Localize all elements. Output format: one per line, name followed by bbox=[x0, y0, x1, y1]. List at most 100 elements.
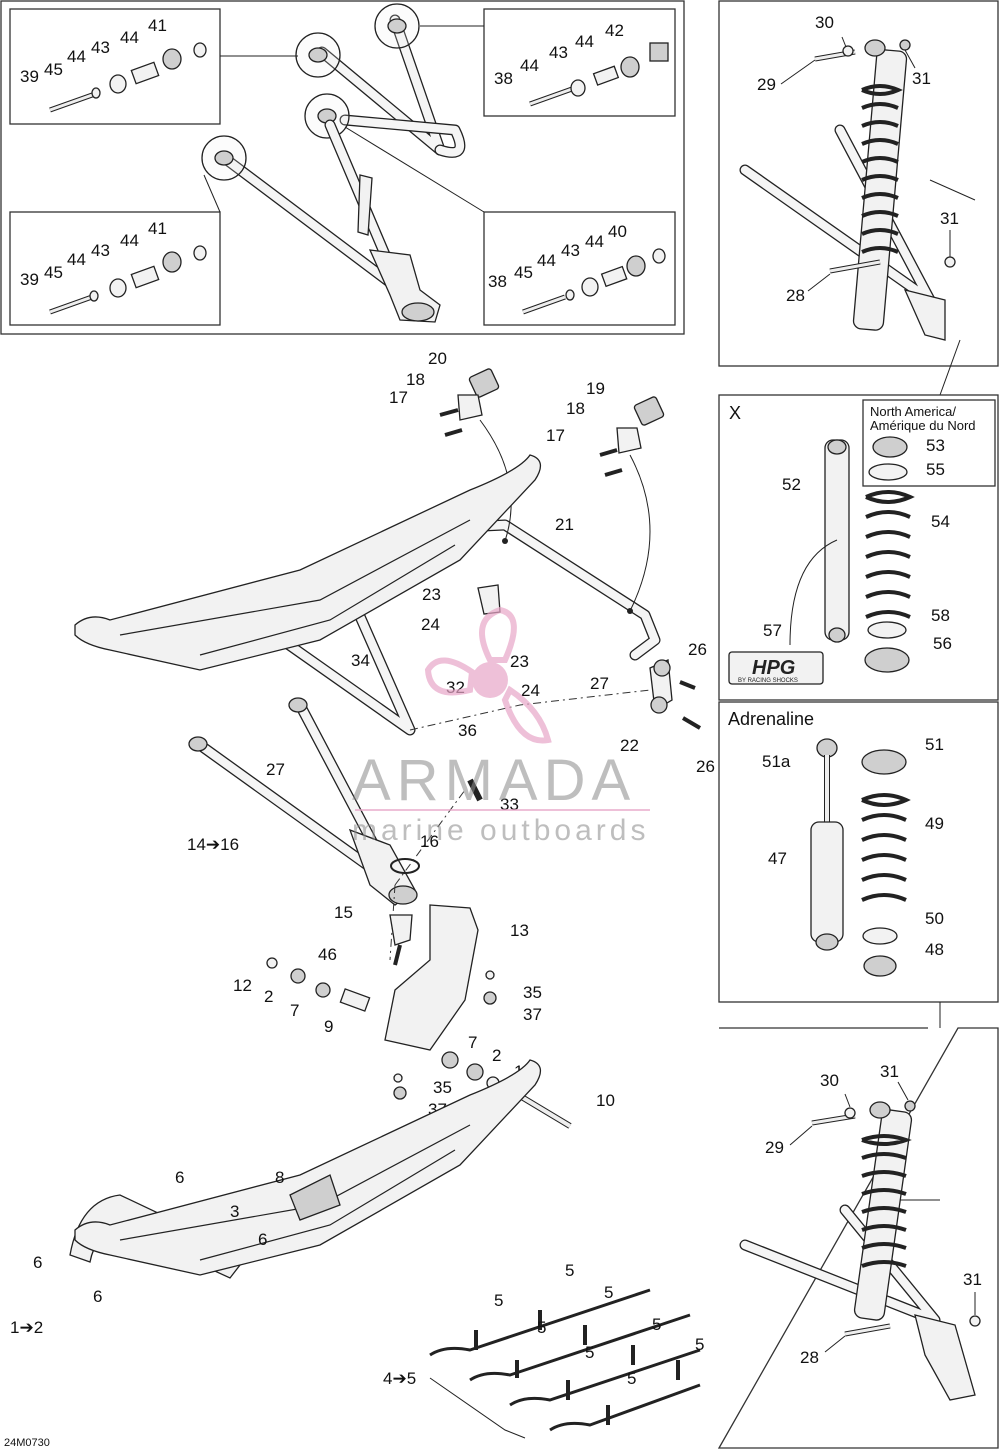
leader-line bbox=[939, 339, 961, 396]
watermark-tagline: marine outboards bbox=[352, 814, 649, 847]
callout-44: 44 bbox=[120, 231, 139, 250]
shock-bottom-drawing bbox=[739, 1100, 981, 1401]
callout-27: 27 bbox=[590, 674, 609, 693]
callout-31: 31 bbox=[880, 1062, 899, 1081]
callout-5: 5 bbox=[695, 1335, 704, 1354]
callout-48: 48 bbox=[925, 940, 944, 959]
callout-28: 28 bbox=[786, 286, 805, 305]
callout-43: 43 bbox=[561, 241, 580, 260]
lower-a-arm bbox=[201, 119, 441, 323]
callout-5: 5 bbox=[494, 1291, 503, 1310]
hardware-stack-top-right bbox=[529, 42, 669, 107]
hpg-logo-text: HPG bbox=[752, 657, 795, 679]
callout-4-5: 4➔5 bbox=[383, 1369, 416, 1388]
callout-12: 12 bbox=[233, 976, 252, 995]
callout-56: 56 bbox=[933, 634, 952, 653]
callout-6: 6 bbox=[33, 1253, 42, 1272]
callout-30: 30 bbox=[820, 1071, 839, 1090]
callout-31: 31 bbox=[912, 69, 931, 88]
callout-55: 55 bbox=[926, 460, 945, 479]
north-america-box bbox=[862, 399, 996, 487]
callout-15: 15 bbox=[334, 903, 353, 922]
region-note-line1: North America/ bbox=[870, 404, 956, 419]
callout-53: 53 bbox=[926, 436, 945, 455]
callout-6: 6 bbox=[175, 1168, 184, 1187]
hardware-box-top-right bbox=[483, 8, 676, 117]
callout-2: 2 bbox=[264, 987, 273, 1006]
callout-58: 58 bbox=[931, 606, 950, 625]
callout-20: 20 bbox=[428, 349, 447, 368]
hardware-stack-bottom-left bbox=[49, 245, 207, 315]
ski-runners bbox=[429, 1288, 701, 1439]
leader-line bbox=[824, 1335, 846, 1353]
adrenaline-parts bbox=[810, 738, 911, 977]
callout-5: 5 bbox=[627, 1369, 636, 1388]
callout-38: 38 bbox=[494, 69, 513, 88]
callout-43: 43 bbox=[549, 43, 568, 62]
callout-23: 23 bbox=[422, 585, 441, 604]
callout-26: 26 bbox=[688, 640, 707, 659]
callout-31: 31 bbox=[963, 1270, 982, 1289]
hpg-logo bbox=[728, 651, 824, 685]
region-note-line2: Amérique du Nord bbox=[870, 418, 976, 433]
callout-9: 9 bbox=[324, 1017, 333, 1036]
callout-34: 34 bbox=[351, 651, 370, 670]
callout-42: 42 bbox=[605, 21, 624, 40]
callout-30: 30 bbox=[815, 13, 834, 32]
a-arm-hardware-frame bbox=[0, 0, 685, 335]
hardware-box-bottom-right bbox=[483, 211, 676, 326]
callout-39: 39 bbox=[20, 67, 39, 86]
callout-51a: 51a bbox=[762, 752, 791, 771]
callout-17: 17 bbox=[389, 388, 408, 407]
hardware-stack-bottom-right bbox=[522, 248, 666, 315]
callout-13: 13 bbox=[510, 921, 529, 940]
callout-44: 44 bbox=[120, 28, 139, 47]
leader-line bbox=[897, 1081, 909, 1101]
upper-a-arm bbox=[295, 3, 466, 158]
callout-54: 54 bbox=[931, 512, 950, 531]
callout-21: 21 bbox=[555, 515, 574, 534]
callout-57: 57 bbox=[763, 621, 782, 640]
callout-44: 44 bbox=[67, 47, 86, 66]
callout-7: 7 bbox=[290, 1001, 299, 1020]
callout-31: 31 bbox=[940, 209, 959, 228]
adrenaline-panel-frame bbox=[718, 701, 999, 1003]
callout-24: 24 bbox=[521, 681, 540, 700]
callout-41: 41 bbox=[148, 16, 167, 35]
callout-16: 16 bbox=[420, 832, 439, 851]
callout-29: 29 bbox=[765, 1138, 784, 1157]
callout-8: 8 bbox=[275, 1168, 284, 1187]
callout-45: 45 bbox=[44, 263, 63, 282]
leader-line bbox=[807, 273, 831, 292]
callout-51: 51 bbox=[925, 735, 944, 754]
callout-29: 29 bbox=[757, 75, 776, 94]
x-panel-title: X bbox=[729, 403, 741, 423]
callout-52: 52 bbox=[782, 475, 801, 494]
callout-39: 39 bbox=[20, 270, 39, 289]
callout-49: 49 bbox=[925, 814, 944, 833]
callout-44: 44 bbox=[537, 251, 556, 270]
x-panel-parts bbox=[728, 436, 915, 685]
watermark-logo bbox=[355, 606, 650, 811]
callout-50: 50 bbox=[925, 909, 944, 928]
leader-line bbox=[344, 126, 485, 213]
leader-line bbox=[929, 179, 976, 201]
diagram-id: 24M0730 bbox=[4, 1437, 50, 1449]
callout-46: 46 bbox=[318, 945, 337, 964]
callout-5: 5 bbox=[565, 1261, 574, 1280]
callout-26: 26 bbox=[696, 757, 715, 776]
leader-line bbox=[904, 49, 916, 69]
leader-line bbox=[841, 36, 847, 48]
adrenaline-panel-title: Adrenaline bbox=[728, 709, 814, 729]
callout-35: 35 bbox=[433, 1078, 452, 1097]
callout-27: 27 bbox=[266, 760, 285, 779]
shock-assembly-frame-bottom bbox=[717, 1027, 999, 1449]
hardware-box-bottom-left bbox=[9, 211, 221, 326]
watermark-brand: ARMADA bbox=[352, 748, 636, 813]
callout-7: 7 bbox=[468, 1033, 477, 1052]
hardware-stack-top-left bbox=[49, 42, 207, 113]
callout-10: 10 bbox=[596, 1091, 615, 1110]
callout-45: 45 bbox=[514, 263, 533, 282]
callout-24: 24 bbox=[421, 615, 440, 634]
